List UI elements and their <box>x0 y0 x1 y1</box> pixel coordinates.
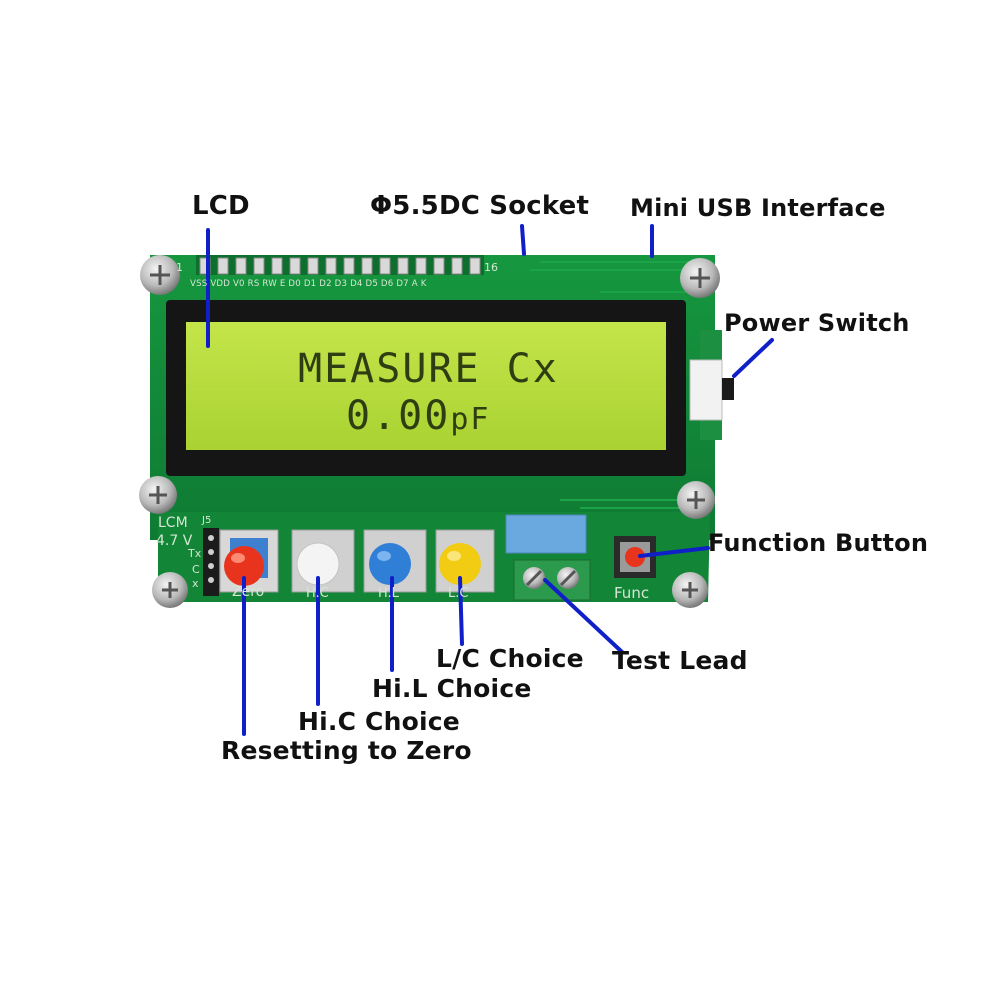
callout-mini-usb: Mini USB Interface <box>630 194 886 222</box>
c-label: C <box>192 563 200 576</box>
callout-hil-choice: Hi.L Choice <box>372 674 532 703</box>
screw-top-right-icon <box>680 258 720 298</box>
func-button <box>614 536 656 578</box>
pin-last-label: 16 <box>484 261 498 274</box>
lc-button-housing <box>435 529 495 593</box>
hil-button-label: H.L <box>378 586 399 601</box>
screw-mid-right-icon <box>677 481 715 519</box>
screw-bottom-left-icon <box>152 572 188 608</box>
pin-labels: VSS VDD V0 RS RW E D0 D1 D2 D3 D4 D5 D6 … <box>190 279 427 289</box>
x-label: x <box>192 577 199 590</box>
callout-power-switch: Power Switch <box>724 309 910 337</box>
leader-power-switch <box>732 338 774 378</box>
lcd-value: 0.00 <box>346 393 451 439</box>
leader-dc-socket <box>520 224 526 256</box>
callout-lcd: LCD <box>192 191 250 221</box>
lcd-unit: pF <box>450 402 491 437</box>
lcd-line-2: 0.00pF <box>346 396 490 436</box>
blue-component <box>505 514 587 554</box>
leader-test-lead <box>543 578 624 654</box>
hic-button-label: H.C <box>306 586 329 601</box>
hic-button-housing <box>291 529 355 593</box>
header-pins <box>196 255 484 275</box>
screw-bottom-right-icon <box>672 572 708 608</box>
pin-first-label: 1 <box>176 261 183 274</box>
callout-test-lead: Test Lead <box>612 646 748 675</box>
callout-function-button: Function Button <box>708 529 929 557</box>
leader-lc <box>458 576 464 646</box>
hil-button-housing <box>363 529 427 593</box>
zero-button-housing <box>219 529 279 593</box>
screw-mid-left-icon <box>139 476 177 514</box>
leader-lines <box>206 224 774 736</box>
lc-button-label: L.C <box>448 586 469 601</box>
switch-slider <box>722 378 734 400</box>
switch-body <box>689 359 723 421</box>
leader-function-button <box>638 546 710 558</box>
zero-button-label: Zero <box>232 584 265 600</box>
header-label: J5 <box>202 515 212 526</box>
serial-header <box>203 528 219 596</box>
lcm-label: LCM <box>158 515 188 531</box>
tx-label: Tx <box>188 547 202 560</box>
callout-dc-socket: Φ5.5DC Socket <box>370 191 590 221</box>
func-button-label: Func <box>614 584 650 602</box>
voltage-label: 4.7 V <box>156 533 193 549</box>
screw-top-left-icon <box>140 255 180 295</box>
callout-hic-choice: Hi.C Choice <box>298 707 460 736</box>
test-lead-terminal <box>513 559 591 601</box>
lcd-line-1: MEASURE Cx <box>298 346 559 392</box>
callout-lc-choice: L/C Choice <box>436 644 584 673</box>
callout-reset-zero: Resetting to Zero <box>221 736 472 765</box>
